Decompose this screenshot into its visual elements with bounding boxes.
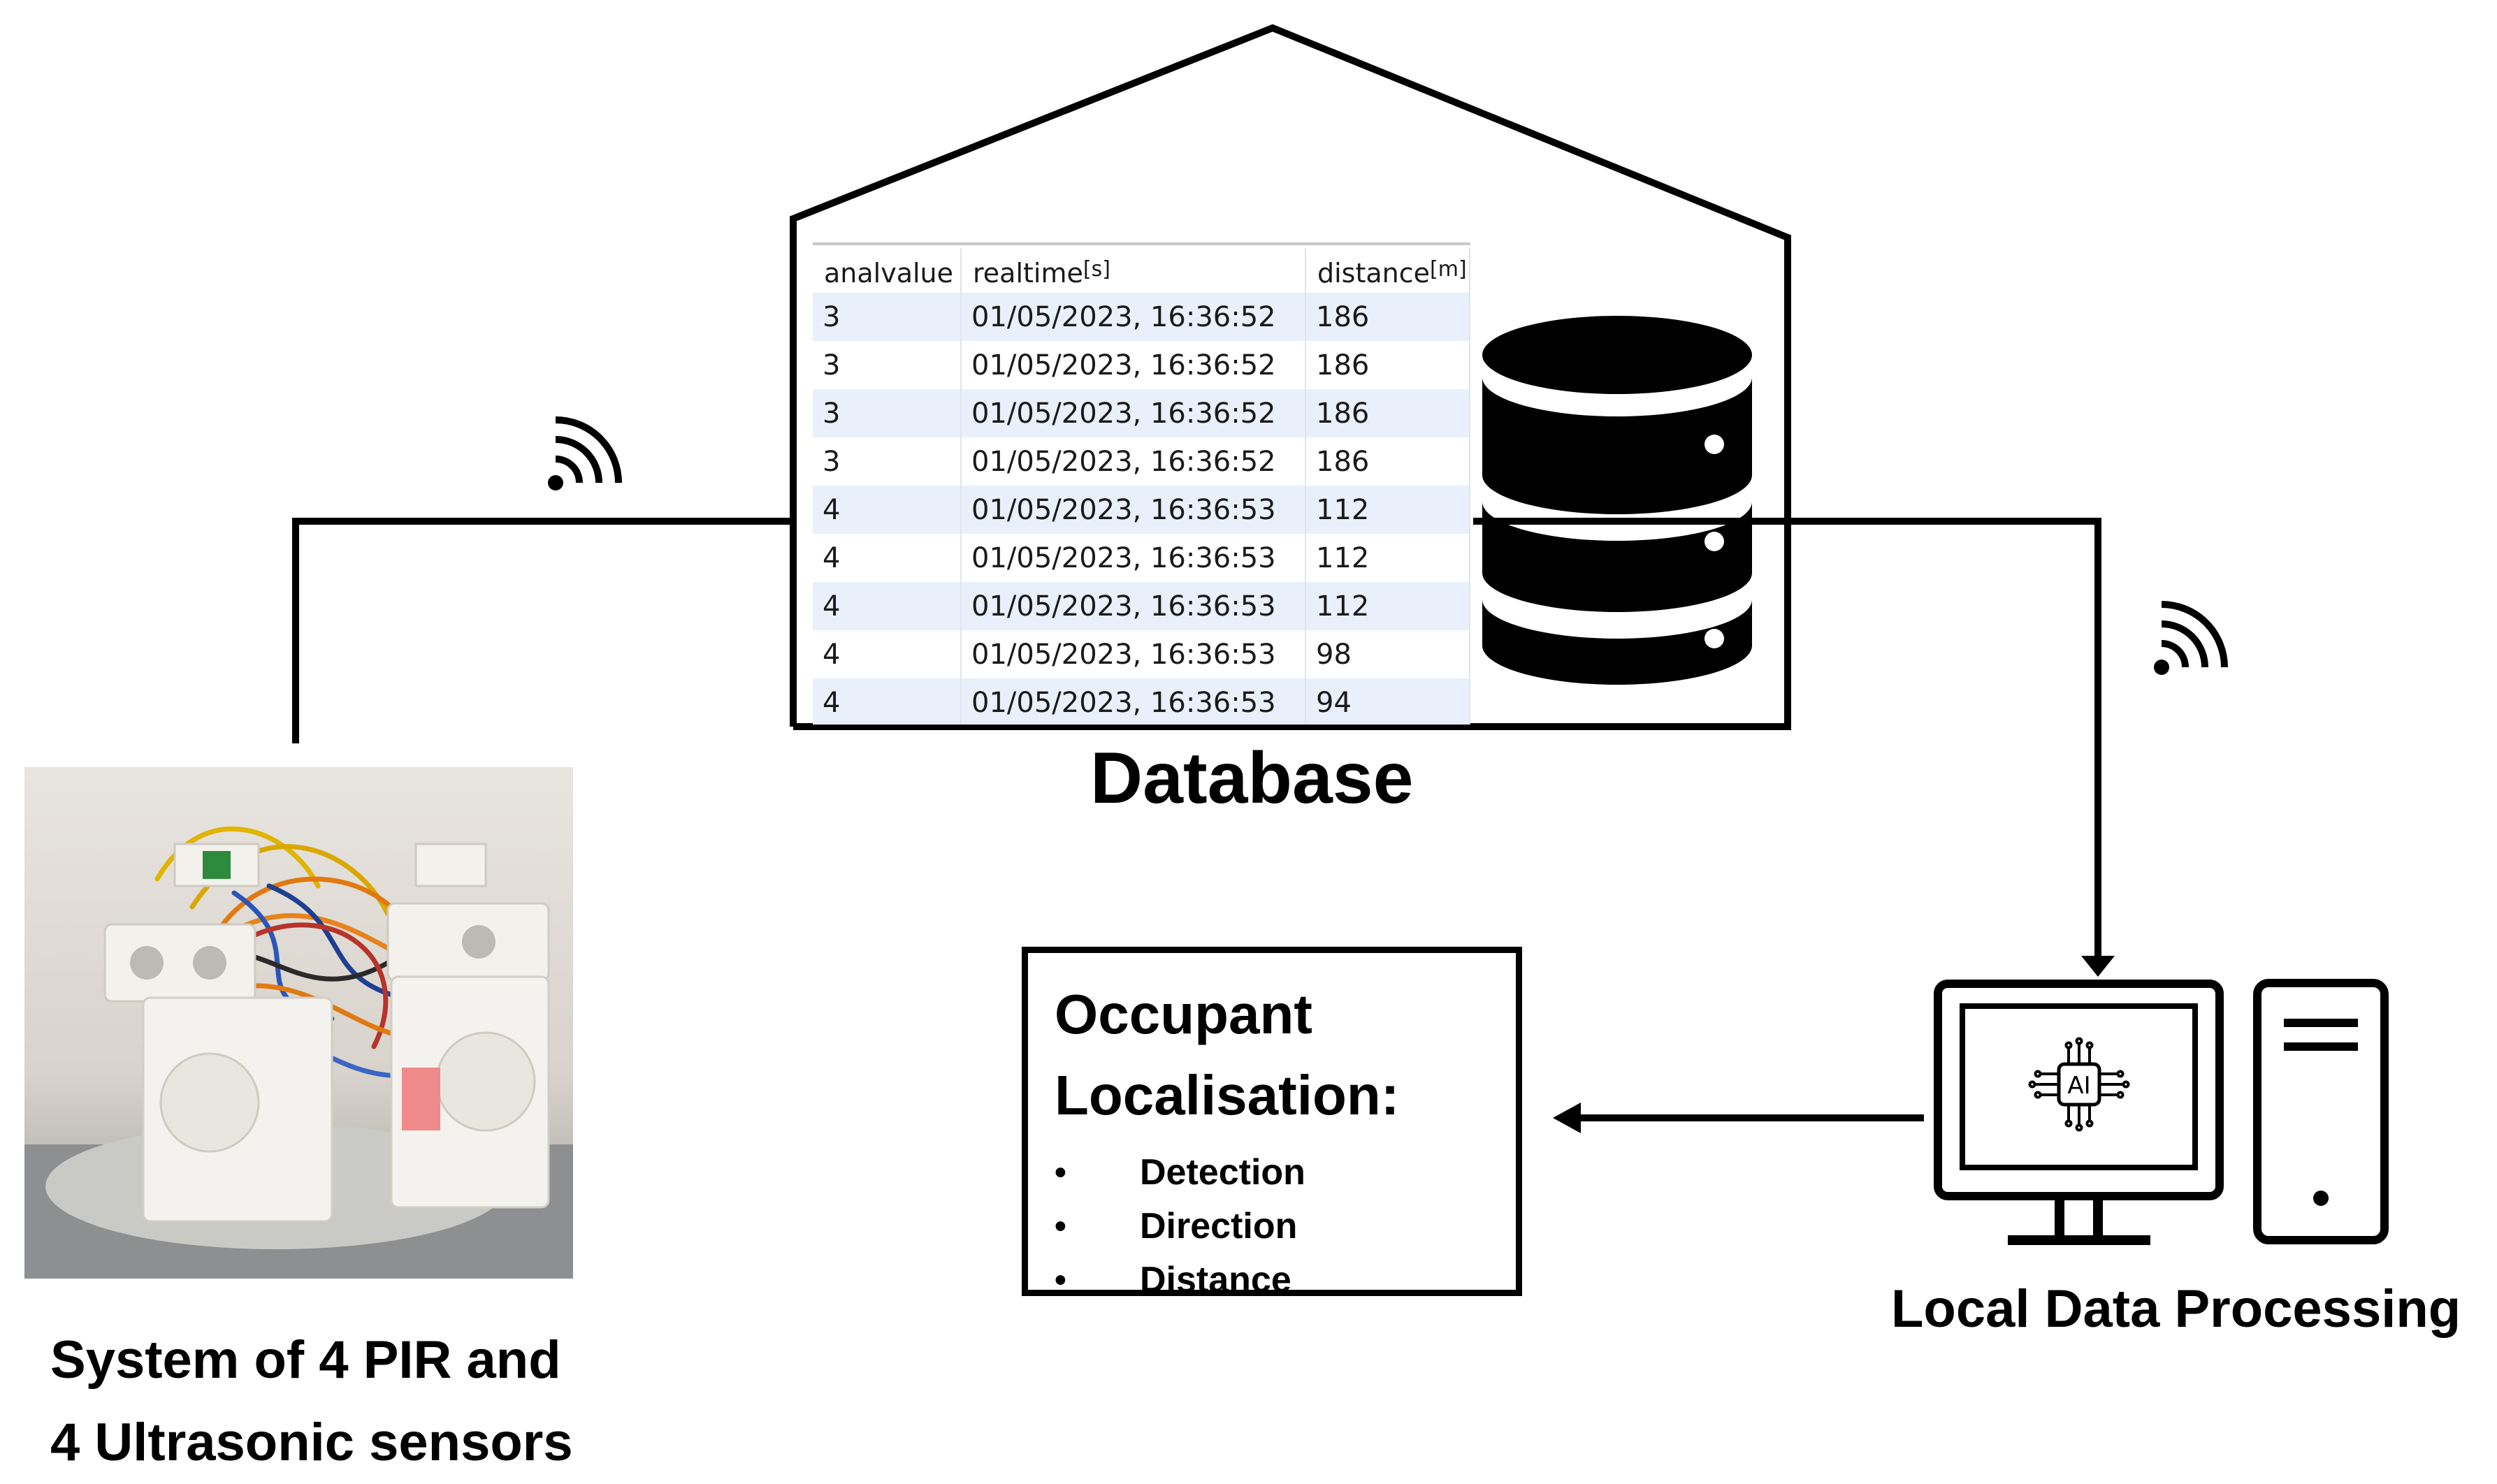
table-cell: 186 xyxy=(1306,293,1470,341)
sensor-system-illustration xyxy=(24,767,573,1279)
table-cell: 01/05/2023, 16:36:53 xyxy=(962,486,1306,534)
database-icon xyxy=(1482,316,1752,685)
unit-label: [s] xyxy=(1083,257,1110,282)
list-item-detection: Detection xyxy=(1055,1146,1516,1200)
table-cell: 4 xyxy=(813,678,962,725)
table-cell: 01/05/2023, 16:36:52 xyxy=(962,437,1306,486)
table-cell: 4 xyxy=(813,534,962,582)
unit-label: [m] xyxy=(1430,257,1467,282)
table-cell: 4 xyxy=(813,486,962,534)
sensor-to-database-line xyxy=(292,518,793,743)
arrowhead-left xyxy=(1553,1103,1581,1133)
table-cell: 3 xyxy=(813,437,962,486)
table-cell: 01/05/2023, 16:36:52 xyxy=(962,293,1306,341)
table-cell: 3 xyxy=(813,293,962,341)
table-cell: 4 xyxy=(813,582,962,630)
list-item-distance: Distance xyxy=(1055,1253,1516,1307)
column-header-analvalue: analvalue xyxy=(813,248,962,293)
local-data-processing-title: Local Data Processing xyxy=(1891,1279,2461,1339)
database-title: Database xyxy=(1090,738,1414,819)
column-header-realtime: realtime[s] xyxy=(962,248,1306,293)
table-cell: 186 xyxy=(1306,341,1470,389)
table-header: analvalue realtime[s] distance[m] xyxy=(813,242,1470,293)
table-cell: 3 xyxy=(813,389,962,437)
computer-tower-icon xyxy=(2253,979,2389,1244)
table-cell: 94 xyxy=(1306,678,1470,725)
table-cell: 186 xyxy=(1306,389,1470,437)
table-cell: 112 xyxy=(1306,486,1470,534)
table-cell: 01/05/2023, 16:36:52 xyxy=(962,389,1306,437)
table-cell: 3 xyxy=(813,341,962,389)
table-cell: 4 xyxy=(813,630,962,678)
column-header-distance: distance[m] xyxy=(1306,248,1470,293)
table-cell: 01/05/2023, 16:36:53 xyxy=(962,678,1306,725)
arrowhead-down xyxy=(2081,956,2115,977)
sensor-system-photo xyxy=(24,767,573,1279)
table-cell: 186 xyxy=(1306,437,1470,486)
wifi-icon xyxy=(548,416,622,490)
occupant-localisation-box: Occupant Localisation: Detection Directi… xyxy=(1022,947,1522,1307)
computer-monitor-icon xyxy=(1934,980,2224,1245)
table-cell: 01/05/2023, 16:36:53 xyxy=(962,582,1306,630)
ai-chip-icon xyxy=(2028,1037,2130,1132)
database-to-processing-line xyxy=(1473,518,2101,956)
table-cell: 01/05/2023, 16:36:53 xyxy=(962,534,1306,582)
wifi-icon xyxy=(2154,601,2228,675)
list-item-direction: Direction xyxy=(1055,1200,1516,1253)
table-cell: 112 xyxy=(1306,582,1470,630)
table-cell: 01/05/2023, 16:36:53 xyxy=(962,630,1306,678)
localisation-list: Detection Direction Distance xyxy=(1055,1146,1516,1307)
ai-chip-label: AI xyxy=(2067,1072,2090,1100)
house-outline xyxy=(790,24,1791,730)
table-cell: 112 xyxy=(1306,534,1470,582)
table-cell: 01/05/2023, 16:36:52 xyxy=(962,341,1306,389)
sensor-system-title: System of 4 PIR and 4 Ultrasonic sensors xyxy=(50,1330,573,1472)
table-cell: 98 xyxy=(1306,630,1470,678)
occupant-localisation-title: Occupant Localisation: xyxy=(1055,983,1400,1126)
